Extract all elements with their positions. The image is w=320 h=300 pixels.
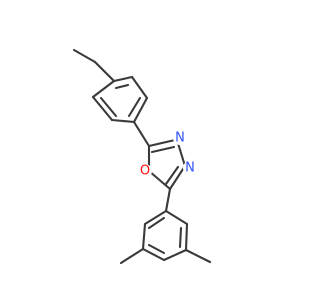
bond-ethyl-ch3 — [72, 48, 97, 64]
atom-oxygen-label: O — [140, 164, 150, 179]
bond-lower-ring-2 — [141, 222, 147, 251]
bond-upper-ring-5 — [130, 75, 149, 100]
atom-oxygen: O — [138, 164, 152, 179]
bond-upper-ring-2-inner — [99, 96, 118, 118]
atom-nitrogen-2: N — [183, 161, 197, 176]
bond-lower-ring-3 — [141, 247, 166, 262]
atom-nitrogen-2-label: N — [185, 161, 195, 176]
bond-oxadiazole-n4-c5 — [168, 164, 187, 191]
bond-oxadiazole-n4-c5-double — [164, 165, 180, 186]
bond-oxadiazole-to-lower-ring — [164, 187, 172, 213]
bond-lower-ring-4 — [162, 248, 188, 262]
bond-methyl-left — [119, 247, 145, 265]
bond-lower-ring-1 — [143, 209, 168, 226]
bond-upper-ring-2 — [91, 95, 114, 122]
bond-oxadiazole-c2-n3 — [147, 138, 177, 148]
bond-lower-ring-5-inner — [178, 226, 183, 249]
bond-lower-ring-1-inner — [147, 216, 166, 230]
bond-upper-ring-4 — [132, 96, 149, 124]
bond-upper-ring-3 — [110, 118, 136, 124]
bond-lower-ring-6 — [164, 209, 189, 226]
bond-upper-ring-6-inner — [114, 83, 130, 90]
bond-upper-ring-1 — [91, 79, 116, 99]
bond-lower-ring-3-inner — [147, 243, 166, 255]
bond-oxadiazole-c5-o1 — [147, 169, 172, 191]
bond-ethyl-ch2 — [93, 60, 116, 83]
bond-oxadiazole-c2-n3-double — [150, 145, 176, 154]
molecule-structure-diagram: O N N — [72, 48, 212, 265]
bond-methyl-right — [184, 248, 212, 264]
atom-nitrogen-1-label: N — [175, 131, 185, 146]
bond-ring-to-oxadiazole-top — [132, 120, 151, 148]
bond-upper-ring-4-inner — [127, 96, 142, 118]
atom-nitrogen-1: N — [173, 131, 187, 146]
bond-upper-ring-6 — [112, 75, 134, 83]
bond-lower-ring-5 — [184, 222, 189, 252]
